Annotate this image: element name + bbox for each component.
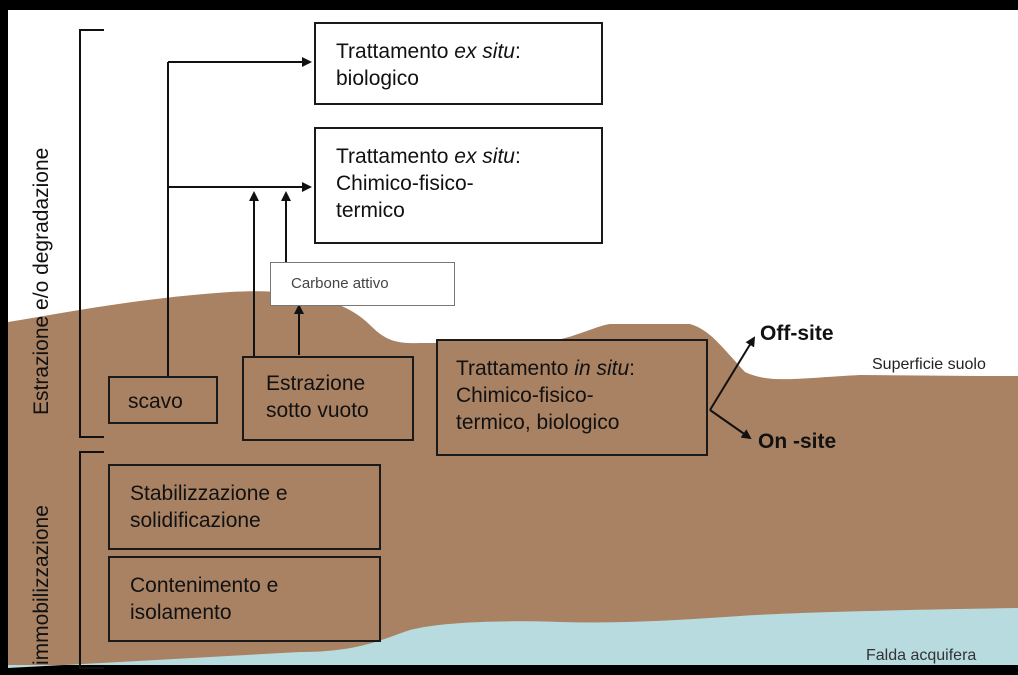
ex-situ-chemical-type-2: termico xyxy=(336,199,405,222)
in-situ-type-2: termico, biologico xyxy=(456,411,620,434)
stabilization-line1: Stabilizzazione e xyxy=(130,482,288,505)
vacuum-extraction-line1: Estrazione xyxy=(266,372,366,395)
aquifer-label: Falda acquifera xyxy=(866,647,977,664)
immobilization-bracket xyxy=(79,451,104,669)
ex-situ-chemical-title: Trattamento ex situ: xyxy=(336,145,521,168)
extraction-bracket xyxy=(79,29,104,438)
aquifer-layer xyxy=(8,608,1018,668)
ex-situ-chemical-box: Trattamento ex situ: Chimico-fisico- ter… xyxy=(314,127,603,244)
in-situ-title: Trattamento in situ: xyxy=(456,357,635,380)
activated-carbon-label: Carbone attivo xyxy=(291,275,389,292)
soil-surface-label: Superficie suolo xyxy=(872,356,986,373)
arrow-off-site xyxy=(709,336,756,411)
in-situ-type-1: Chimico-fisico- xyxy=(456,384,594,407)
vacuum-extraction-line2: sotto vuoto xyxy=(266,399,369,422)
arrow-on-site xyxy=(709,409,752,440)
vacuum-extraction-box: Estrazione sotto vuoto xyxy=(242,356,414,441)
containment-line2: isolamento xyxy=(130,601,232,624)
in-situ-box: Trattamento in situ: Chimico-fisico- ter… xyxy=(436,339,708,456)
excavation-box: scavo xyxy=(108,376,218,424)
off-site-label: Off-site xyxy=(760,322,834,345)
on-site-label: On -site xyxy=(758,430,837,453)
extraction-side-label: Estrazione e/o degradazione xyxy=(30,147,53,415)
ex-situ-biological-title: Trattamento ex situ: xyxy=(336,40,521,63)
containment-box: Contenimento e isolamento xyxy=(108,556,381,642)
stabilization-line2: solidificazione xyxy=(130,509,261,532)
stabilization-box: Stabilizzazione e solidificazione xyxy=(108,464,381,550)
containment-line1: Contenimento e xyxy=(130,574,279,597)
activated-carbon-box: Carbone attivo xyxy=(270,262,455,306)
ex-situ-biological-type: biologico xyxy=(336,67,419,90)
ex-situ-chemical-type-1: Chimico-fisico- xyxy=(336,172,474,195)
ex-situ-biological-box: Trattamento ex situ: biologico xyxy=(314,22,603,105)
immobilization-side-label: immobilizzazione xyxy=(30,505,53,665)
excavation-label: scavo xyxy=(128,390,183,413)
